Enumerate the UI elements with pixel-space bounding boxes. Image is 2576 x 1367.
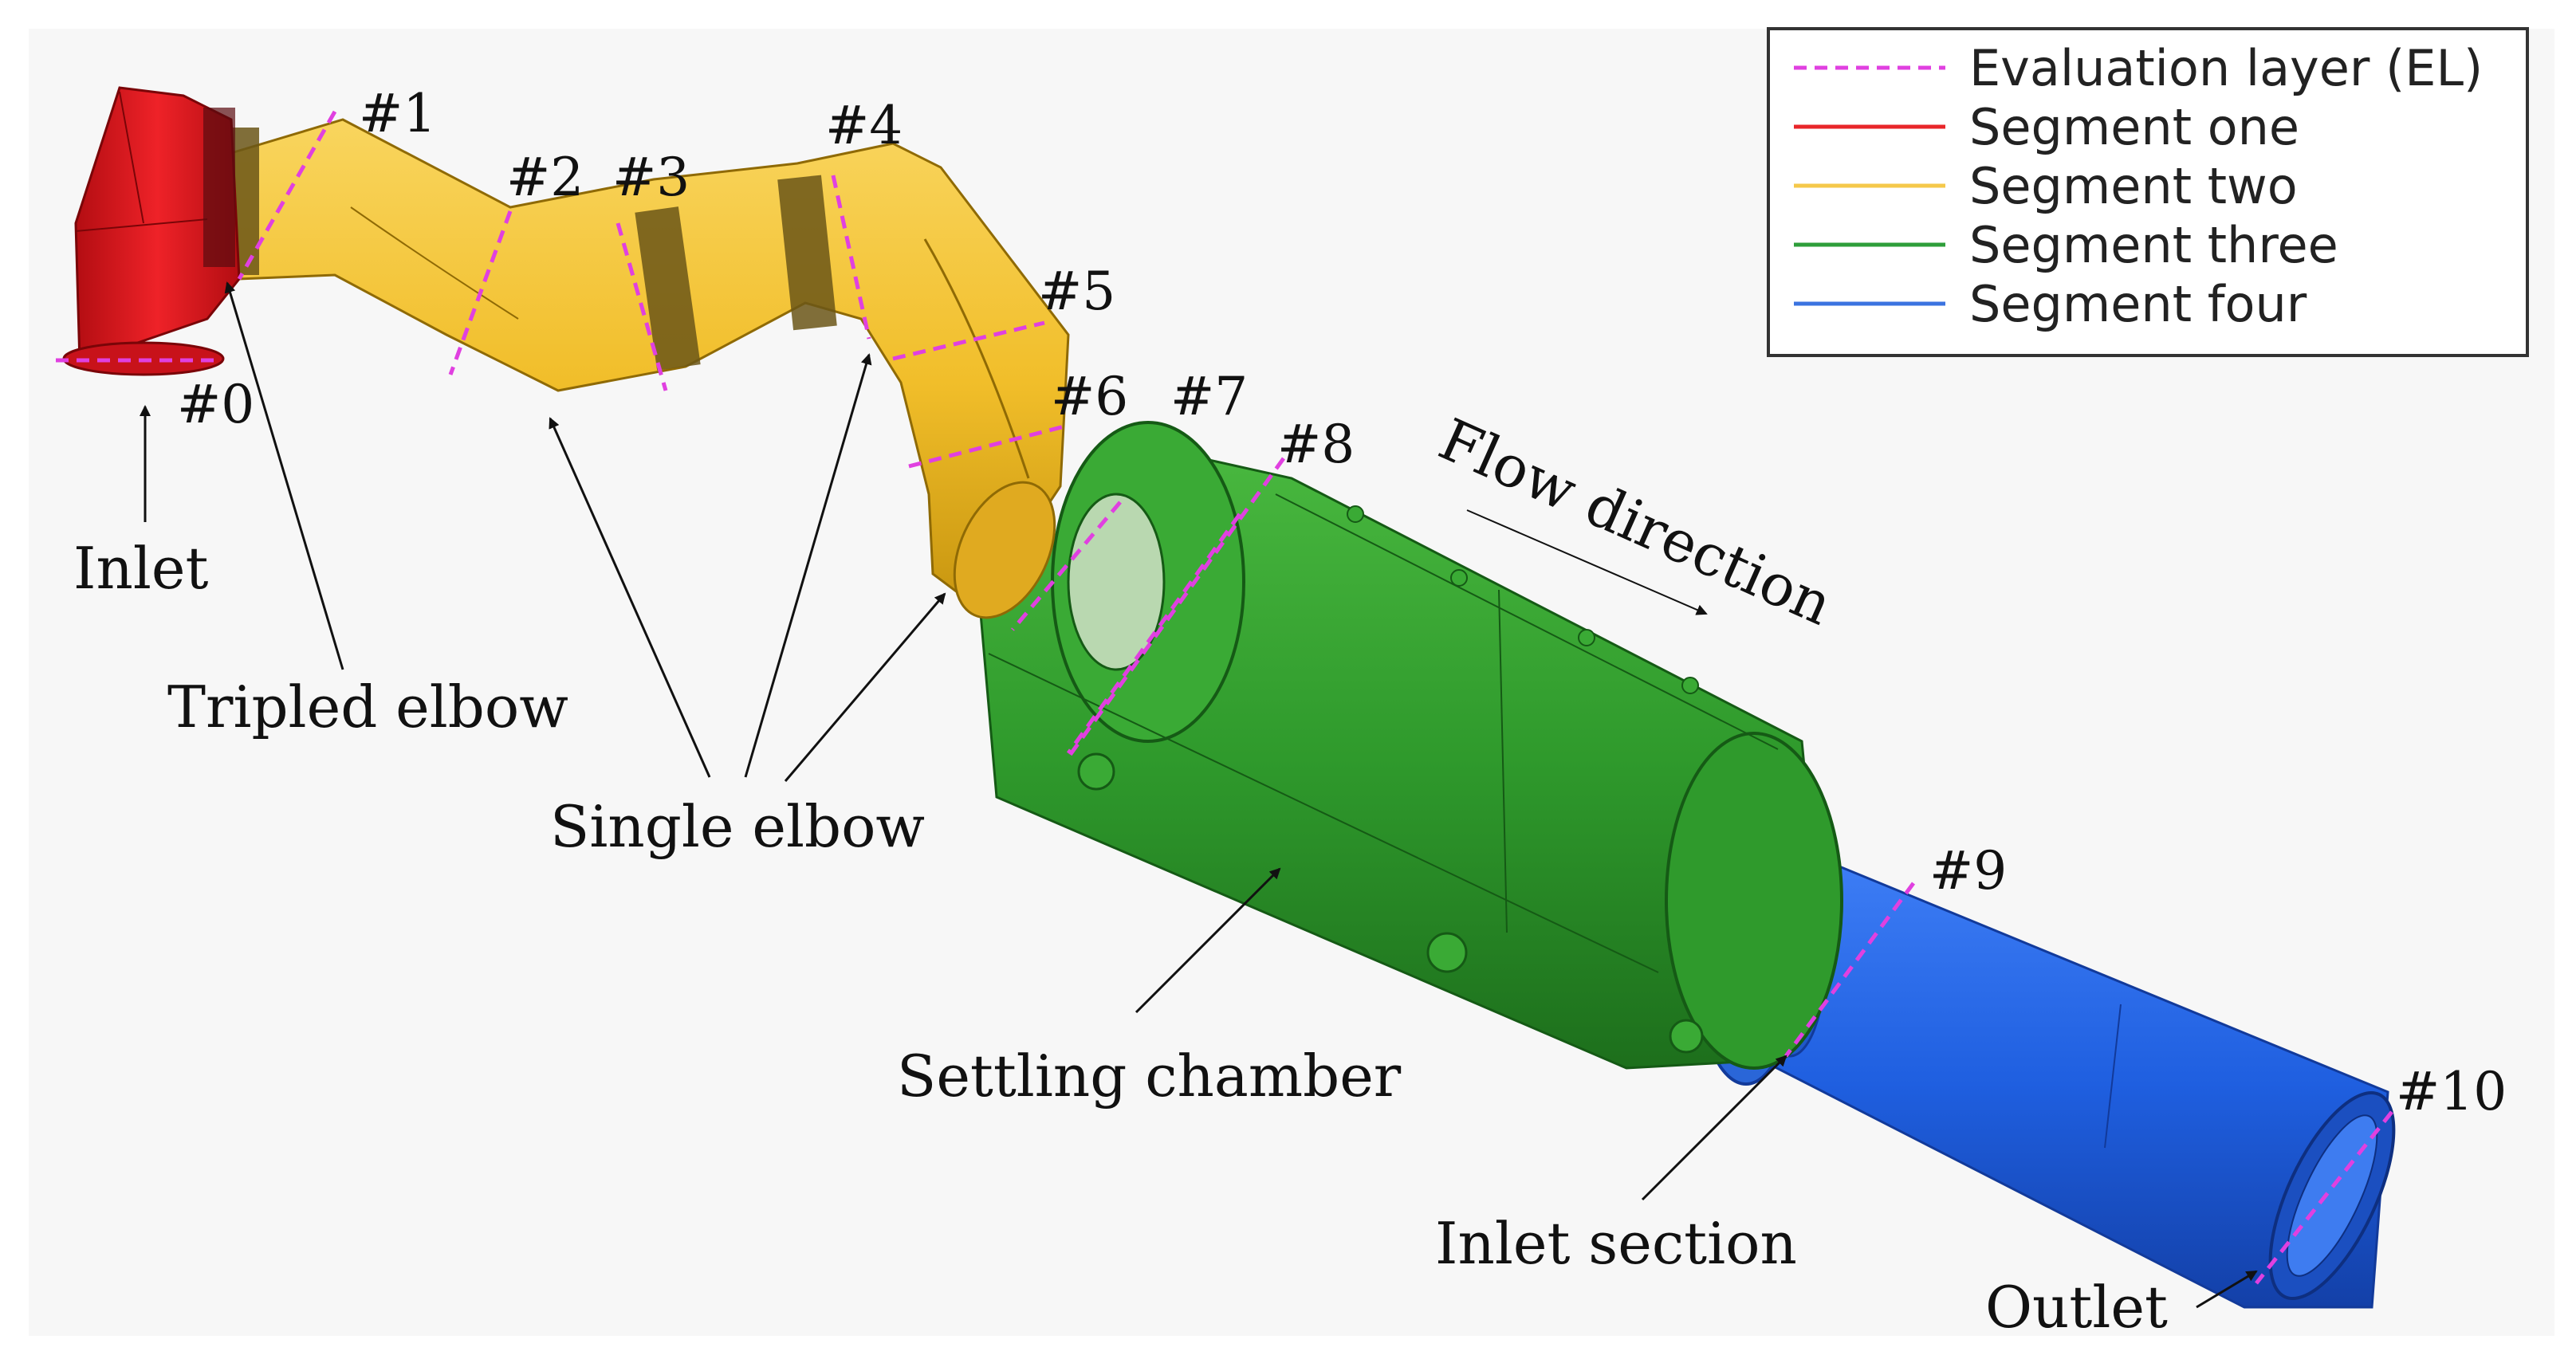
legend-items: Evaluation layer (EL)Segment oneSegment … [1794, 39, 2483, 333]
el-label-6: #6 [1051, 366, 1128, 427]
el-label-8: #8 [1277, 414, 1355, 475]
arrow-tripled-elbow [224, 281, 344, 670]
label-single-elbow: Single elbow [550, 793, 925, 860]
evaluation-layer-lines [56, 110, 2393, 1285]
segment-one-elbow [62, 86, 241, 376]
el-line-4 [831, 175, 871, 340]
segment-three-chamber [979, 421, 1843, 1070]
el-line-3 [615, 222, 668, 391]
arrow-single-elbow-2 [744, 353, 872, 778]
el-label-7: #7 [1170, 366, 1248, 427]
arrow-outlet [2196, 1270, 2258, 1309]
arrow-single-elbow-3 [784, 592, 946, 782]
legend-label-5: Segment four [1969, 275, 2307, 333]
legend-label-3: Segment two [1969, 157, 2298, 215]
el-line-7 [1066, 513, 1242, 755]
segment-two-pipe [222, 118, 1070, 619]
arrow-single-elbow-1 [549, 417, 711, 778]
evaluation-layer-labels: #0 #1 #2 #3 #4 #5 #6 #7 #8 #9 #10 [177, 83, 2507, 1122]
legend-label-4: Segment three [1969, 216, 2338, 274]
label-inlet: Inlet [73, 535, 208, 602]
annotation-arrows [140, 281, 2258, 1309]
label-outlet: Outlet [1985, 1274, 2168, 1341]
el-label-9: #9 [1929, 840, 2007, 902]
arrow-settling-chamber [1135, 867, 1281, 1014]
el-label-1: #1 [359, 83, 436, 144]
el-line-6b [1011, 501, 1122, 631]
legend-label-2: Segment one [1969, 98, 2299, 156]
legend-box [1767, 27, 2529, 357]
el-label-5: #5 [1038, 261, 1115, 322]
el-line-6 [908, 424, 1065, 469]
el-line-5 [892, 320, 1045, 361]
el-line-1 [237, 110, 337, 281]
el-label-10: #10 [2396, 1061, 2507, 1122]
el-line-2 [448, 210, 513, 375]
el-label-4: #4 [825, 95, 903, 156]
el-line-9 [1784, 882, 1916, 1058]
el-label-3: #3 [612, 147, 690, 208]
label-tripled-elbow: Tripled elbow [167, 674, 568, 740]
el-line-10 [2255, 1110, 2393, 1285]
label-inlet-section: Inlet section [1435, 1210, 1797, 1277]
legend-label-1: Evaluation layer (EL) [1969, 39, 2483, 97]
legend: Evaluation layer (EL)Segment oneSegment … [1767, 27, 2529, 357]
arrow-flow-direction [1466, 509, 1708, 615]
label-settling-chamber: Settling chamber [897, 1043, 1402, 1110]
el-label-0: #0 [177, 374, 254, 435]
el-label-2: #2 [506, 147, 584, 208]
arrow-inlet-section [1641, 1055, 1787, 1201]
